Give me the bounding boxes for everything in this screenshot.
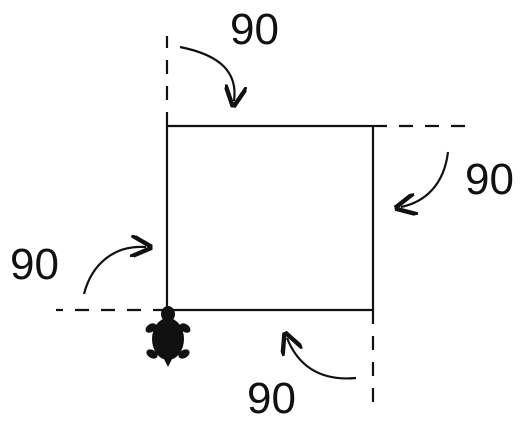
curved-arrow-icon (179, 45, 235, 101)
turtle-icon (145, 306, 191, 367)
angle-label-top: 90 (230, 5, 279, 54)
square-path (165, 124, 375, 312)
dashed-extensions (56, 36, 470, 408)
curved-arrow-icon (401, 151, 450, 207)
curved-arrow-icon (287, 338, 357, 380)
angle-label-left: 90 (10, 240, 59, 289)
curved-arrow-icon (82, 247, 146, 295)
angle-label-right: 90 (465, 155, 514, 204)
turn-arrows (82, 45, 450, 380)
angle-label-bottom: 90 (247, 374, 296, 423)
